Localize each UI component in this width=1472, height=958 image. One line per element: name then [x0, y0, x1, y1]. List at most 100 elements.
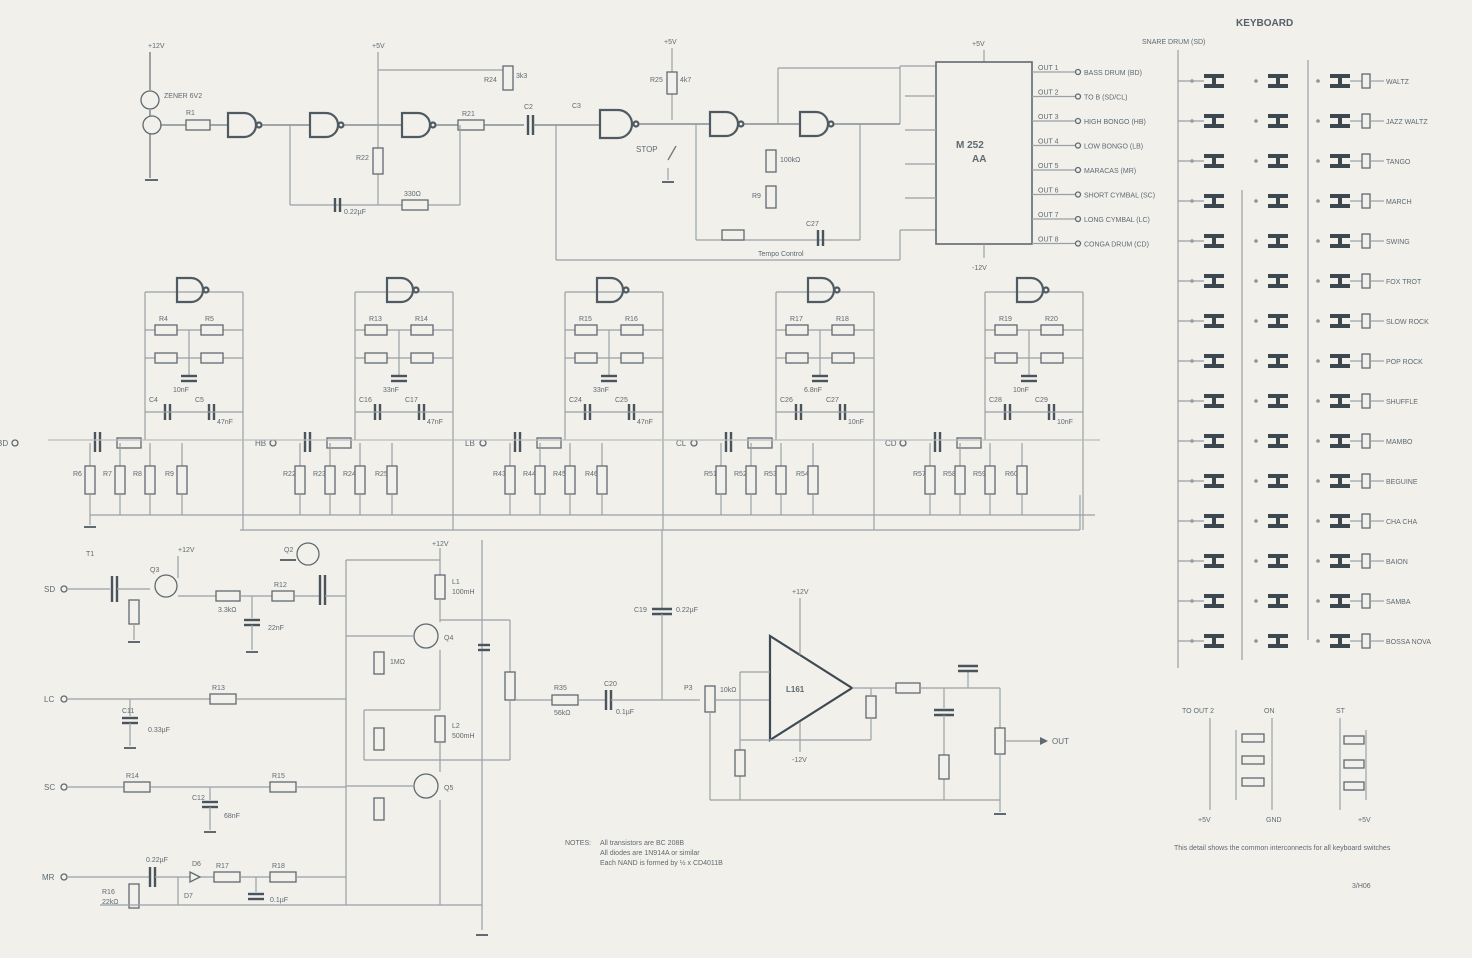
r21-label: R21: [462, 111, 475, 118]
filter-vb-4: 10nF: [848, 419, 864, 426]
q4-label: Q4: [444, 635, 453, 642]
note-line-1: All transistors are BC 208B: [600, 840, 684, 847]
resistor-r21: [457, 119, 485, 131]
rhythm-label-9: SHUFFLE: [1386, 399, 1418, 406]
notes-block: NOTES: All transistors are BC 208B All d…: [565, 840, 723, 867]
c12-value: 68nF: [224, 813, 240, 820]
diode-d6: [189, 870, 202, 884]
top-oscillator: +12V ZENER 6V2 R1 R21 C2 C3 0.2: [140, 39, 936, 261]
filter-rb-3: R16: [625, 316, 638, 323]
note-line-3: Each NAND is formed by ½ x CD4011B: [600, 859, 723, 867]
filter-cb-5: C29: [1035, 397, 1048, 404]
r25-value: 4k7: [680, 77, 691, 84]
d6-label: D6: [192, 861, 201, 868]
input-mr: MR: [42, 873, 55, 882]
rhythm-label-7: SLOW ROCK: [1386, 319, 1429, 326]
output-label-3: HIGH BONGO (HB): [1084, 119, 1146, 126]
rhythm-key-12[interactable]: [1361, 513, 1371, 529]
resistor-r14: [123, 781, 151, 793]
rhythm-key-7[interactable]: [1361, 313, 1371, 329]
filter-shunt-3-1: R43: [493, 471, 506, 478]
rhythm-label-4: MARCH: [1386, 199, 1412, 206]
keyboard-row-2: JAZZ WALTZ: [1178, 113, 1428, 129]
supply-label-c: +5V: [664, 39, 677, 46]
output-pin-7: OUT 7: [1038, 212, 1059, 219]
filter-ra-1: R4: [159, 316, 168, 323]
q3-label: Q3: [150, 567, 159, 574]
filter-vb-5: 10nF: [1057, 419, 1073, 426]
volume-pot[interactable]: [994, 727, 1006, 755]
rhythm-key-5[interactable]: [1361, 233, 1371, 249]
tempo-r9-label: R9: [752, 193, 761, 200]
filter-shunt-4-3: R53: [764, 471, 777, 478]
nand-gate-4: [598, 108, 634, 140]
filter-ra-3: R15: [579, 316, 592, 323]
filter-input-3: LB: [465, 439, 475, 448]
pot-p3[interactable]: [704, 685, 716, 713]
filter-va-1: 10nF: [173, 387, 189, 394]
rhythm-key-10[interactable]: [1361, 433, 1371, 449]
supply-label-b: +5V: [372, 43, 385, 50]
transistor-q3: [154, 574, 178, 598]
output-pin-4: OUT 4: [1038, 139, 1059, 146]
detail-left-label: TO OUT 2: [1182, 708, 1214, 715]
amp-supply: +12V: [792, 589, 809, 596]
rhythm-key-9[interactable]: [1361, 393, 1371, 409]
rhythm-key-1[interactable]: [1361, 73, 1371, 89]
filter-vb-1: 47nF: [217, 419, 233, 426]
r25-label: R25: [650, 77, 663, 84]
rhythm-key-13[interactable]: [1361, 553, 1371, 569]
filter-input-5: CD: [885, 439, 897, 448]
rhythm-key-2[interactable]: [1361, 113, 1371, 129]
output-label-8: CONGA DRUM (CD): [1084, 242, 1149, 249]
rhythm-key-6[interactable]: [1361, 273, 1371, 289]
noise-section: SD T1 Q3 +12V 3.3kΩ R12 22nF Q2: [42, 540, 700, 936]
rhythm-key-15[interactable]: [1361, 633, 1371, 649]
chip-vdd: +5V: [972, 41, 985, 48]
chip-m252: [935, 61, 1033, 245]
rhythm-key-3[interactable]: [1361, 153, 1371, 169]
resistor-r11: [215, 590, 241, 602]
c1-value: 0.22µF: [344, 209, 366, 216]
pot-p4[interactable]: [504, 671, 516, 701]
rhythm-key-4[interactable]: [1361, 193, 1371, 209]
rhythm-key-8[interactable]: [1361, 353, 1371, 369]
zener-d1: [140, 90, 160, 110]
keyboard-row-13: BAION: [1178, 553, 1408, 569]
c2-label: C2: [524, 104, 533, 111]
q2-label: Q2: [284, 547, 293, 554]
keyboard-row-4: MARCH: [1178, 193, 1412, 209]
r22-label: R22: [356, 155, 369, 162]
transistor-q2: [296, 542, 320, 566]
tempo-pot[interactable]: [765, 185, 777, 209]
rhythm-key-14[interactable]: [1361, 593, 1371, 609]
nand-gate-1: [226, 111, 258, 139]
detail-v-right: +5V: [1358, 817, 1371, 824]
inductor-l1: [434, 574, 446, 600]
l2-label: L2: [452, 723, 460, 730]
filter-cb-2: C17: [405, 397, 418, 404]
resistor-r18: [269, 871, 297, 883]
stop-switch[interactable]: [667, 145, 677, 161]
rhythm-key-11[interactable]: [1361, 473, 1371, 489]
q5-label: Q5: [444, 785, 453, 792]
transistor-q1: [142, 115, 162, 135]
output-label-1: BASS DRUM (BD): [1084, 70, 1142, 77]
input-sd: SD: [44, 585, 55, 594]
output-pin-2: OUT 2: [1038, 90, 1059, 97]
output-pin-1: OUT 1: [1038, 65, 1059, 72]
filter-shunt-1-3: R8: [133, 471, 142, 478]
stop-label: STOP: [636, 145, 658, 154]
c11-value: 0.33µF: [148, 727, 170, 734]
filter-shunt-3-4: R46: [585, 471, 598, 478]
output-label-4: LOW BONGO (LB): [1084, 144, 1143, 151]
c14-value: 0.1µF: [270, 897, 288, 904]
output-label-7: LONG CYMBAL (LC): [1084, 217, 1150, 224]
filter-shunt-2-3: R24: [343, 471, 356, 478]
resistor-r13: [209, 693, 237, 705]
nand-gate-5: [708, 110, 740, 138]
filter-input-2: HB: [255, 439, 266, 448]
